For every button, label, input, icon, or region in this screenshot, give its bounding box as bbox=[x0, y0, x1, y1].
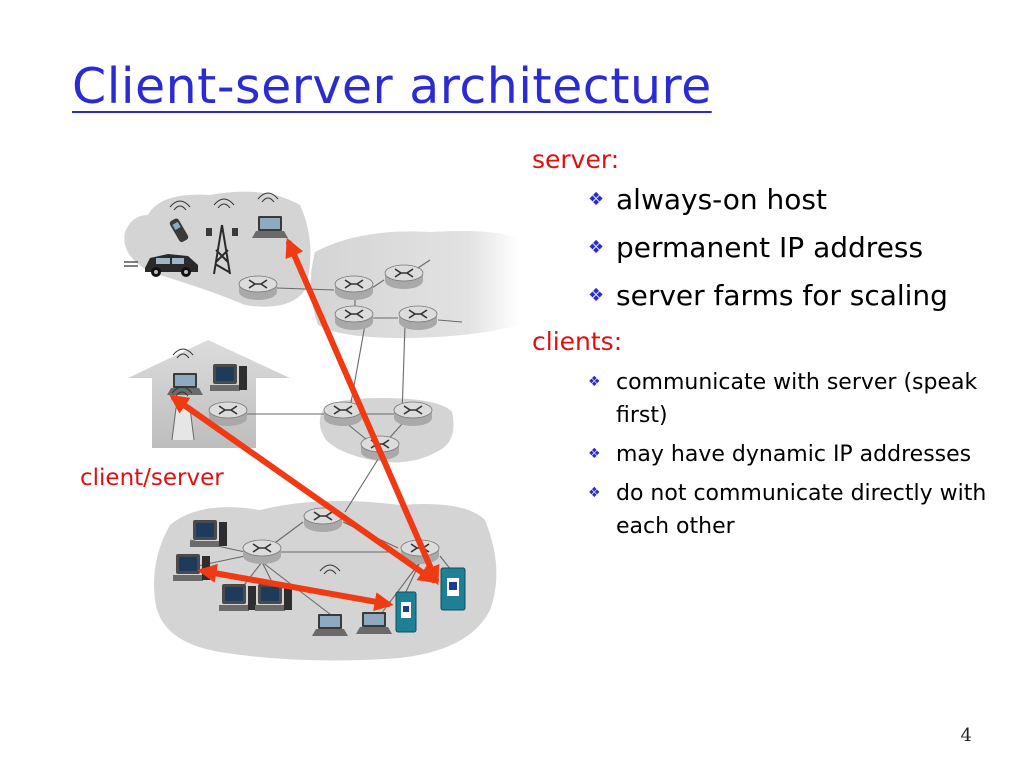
network-diagram bbox=[124, 191, 520, 661]
router-icon bbox=[238, 275, 278, 301]
server-bullet: ❖ server farms for scaling bbox=[532, 276, 1012, 316]
bullet-diamond-icon: ❖ bbox=[588, 485, 601, 501]
server-icon bbox=[395, 591, 417, 633]
car-icon bbox=[124, 254, 198, 277]
client-bullet-text: communicate with server (speak first) bbox=[616, 370, 978, 428]
bullet-diamond-icon: ❖ bbox=[588, 374, 601, 390]
phone-icon bbox=[169, 218, 189, 243]
home-network bbox=[128, 340, 290, 448]
router-icon bbox=[242, 539, 282, 565]
bullet-diamond-icon: ❖ bbox=[588, 189, 605, 210]
page-number: 4 bbox=[960, 725, 972, 746]
client-bullet: ❖ may have dynamic IP addresses bbox=[532, 438, 1012, 471]
router-icon bbox=[208, 401, 248, 427]
bullet-diamond-icon: ❖ bbox=[588, 446, 601, 462]
server-bullet: ❖ always-on host bbox=[532, 180, 1012, 220]
desktop-icon bbox=[219, 584, 256, 611]
router-icon bbox=[384, 264, 424, 290]
server-icon bbox=[440, 567, 466, 611]
bullet-diamond-icon: ❖ bbox=[588, 285, 605, 306]
client-bullet: ❖ do not communicate directly with each o… bbox=[532, 477, 1012, 543]
clients-heading: clients: bbox=[532, 327, 623, 356]
router-icon bbox=[334, 275, 374, 301]
arrow-server-to-home-base-station bbox=[169, 394, 438, 584]
router-icon bbox=[334, 305, 374, 331]
cell-tower-icon bbox=[206, 224, 238, 275]
client-bullet: ❖ communicate with server (speak first) bbox=[532, 366, 1012, 432]
bullet-list: server: ❖ always-on host ❖ permanent IP ad… bbox=[532, 142, 1012, 547]
router-icon bbox=[398, 305, 438, 331]
mobile-network bbox=[124, 191, 311, 307]
bullet-diamond-icon: ❖ bbox=[588, 237, 605, 258]
server-bullet-text: permanent IP address bbox=[616, 231, 924, 264]
router-icon bbox=[393, 401, 433, 427]
client-server-label: client/server bbox=[80, 465, 224, 491]
desktop-icon bbox=[190, 520, 227, 547]
arrows bbox=[169, 237, 440, 612]
server-bullet-text: server farms for scaling bbox=[616, 279, 948, 312]
router-icon bbox=[323, 401, 363, 427]
slide-title: Client-server architecture bbox=[72, 58, 712, 115]
server-bullet: ❖ permanent IP address bbox=[532, 228, 1012, 268]
client-bullet-text: do not communicate directly with each ot… bbox=[616, 481, 987, 539]
server-heading: server: bbox=[532, 145, 620, 174]
client-bullet-text: may have dynamic IP addresses bbox=[616, 442, 972, 467]
desktop-icon bbox=[173, 554, 210, 581]
arrow-server-to-client-pc bbox=[197, 563, 394, 612]
desktop-icon bbox=[210, 364, 247, 391]
server-bullet-text: always-on host bbox=[616, 183, 827, 216]
